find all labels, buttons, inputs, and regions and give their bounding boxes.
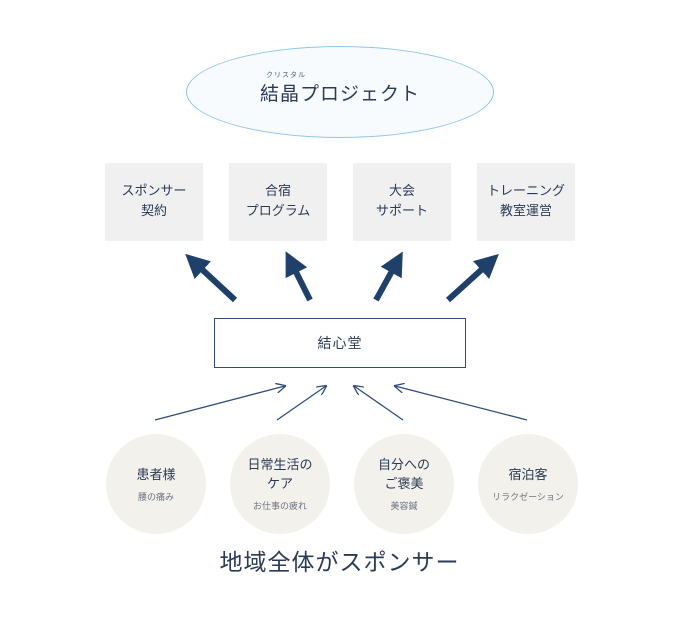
supporter-circle-guests: 宿泊客 リラクゼーション <box>478 434 578 534</box>
project-ellipse <box>186 46 494 138</box>
project-ruby: クリスタル <box>266 71 306 79</box>
supporter-circle-daily-care: 日常生活の ケア お仕事の疲れ <box>230 434 330 534</box>
service-label-line2: サポート <box>375 204 428 219</box>
supporter-sub: 美容鍼 <box>390 502 418 512</box>
service-label-line1: 大会 <box>388 184 415 199</box>
hub-box: 結心堂 <box>214 318 466 368</box>
supporter-title: 自分への <box>377 458 430 473</box>
service-box-training: トレーニング 教室運営 <box>477 163 575 241</box>
service-box-sponsor: スポンサー 契約 <box>105 163 203 241</box>
arrow-from-daily-care <box>276 386 326 421</box>
arrow-from-self-reward <box>354 386 404 421</box>
project-title: 結晶プロジェクト <box>259 83 420 105</box>
supporter-circle-patients: 患者様 腰の痛み <box>106 434 206 534</box>
supporter-sub: お仕事の疲れ <box>252 502 307 512</box>
arrow-to-tournament <box>373 251 403 302</box>
supporter-title: 宿泊客 <box>508 467 548 483</box>
service-label-line1: トレーニング <box>486 184 565 199</box>
service-label-line2: 教室運営 <box>499 204 552 219</box>
supporter-title-line2: ケア <box>266 477 293 492</box>
supporter-title: 日常生活の <box>247 458 313 473</box>
hub-label: 結心堂 <box>317 336 363 352</box>
arrow-to-sponsor <box>185 253 238 303</box>
arrow-from-guests <box>395 386 528 421</box>
supporter-title: 患者様 <box>136 467 176 483</box>
service-label-line2: プログラム <box>245 204 311 219</box>
service-label-line2: 契約 <box>140 204 167 219</box>
arrow-to-training <box>445 253 499 303</box>
arrow-to-camp <box>285 251 313 302</box>
supporter-sub: リラクゼーション <box>492 492 564 503</box>
supporter-title-line2: ご褒美 <box>384 477 424 492</box>
supporter-circle-self-reward: 自分への ご褒美 美容鍼 <box>354 434 454 534</box>
supporter-sub: 腰の痛み <box>137 492 174 503</box>
arrow-from-patients <box>154 386 285 421</box>
footer-text: 地域全体がスポンサー <box>219 550 460 576</box>
service-label-line1: スポンサー <box>121 184 187 199</box>
service-label-line1: 合宿 <box>264 184 291 199</box>
service-box-camp: 合宿 プログラム <box>229 163 327 241</box>
service-box-tournament: 大会 サポート <box>353 163 451 241</box>
